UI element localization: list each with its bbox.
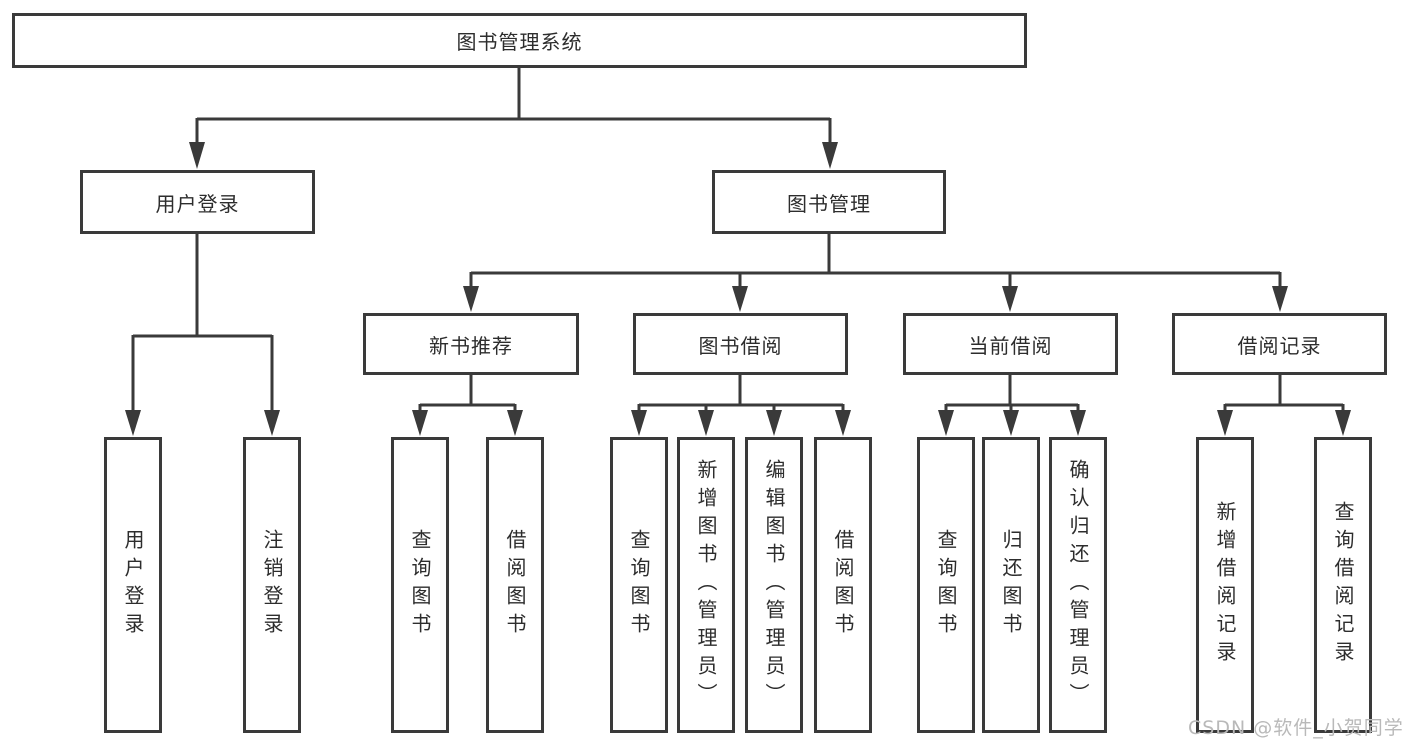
arrow-down-icon [732,286,748,312]
arrow-down-icon [1003,410,1019,436]
node-borrow-records: 借阅记录 [1172,313,1387,375]
node-book-borrow: 图书借阅 [633,313,848,375]
leaf-return-books: 归还图书 [982,437,1040,733]
arrow-down-icon [1002,286,1018,312]
connector-book-borrow-split [637,375,845,412]
leaf-query-books-recommend: 查询图书 [391,437,449,733]
node-user-login: 用户登录 [80,170,315,234]
arrow-down-icon [938,410,954,436]
arrow-down-icon [189,142,205,169]
arrow-down-icon [125,410,141,436]
connector-root-split [195,67,832,144]
connector-current-borrow-split [944,375,1080,412]
leaf-add-book-admin: 新增图书（管理员） [677,437,735,733]
leaf-query-borrow-record: 查询借阅记录 [1314,437,1372,733]
leaf-query-books-borrow: 查询图书 [610,437,668,733]
arrow-down-icon [1335,410,1351,436]
arrow-down-icon [822,142,838,169]
node-current-borrow: 当前借阅 [903,313,1118,375]
leaf-logout: 注销登录 [243,437,301,733]
arrow-down-icon [1070,410,1086,436]
leaf-user-login: 用户登录 [104,437,162,733]
leaf-borrow-books-recommend: 借阅图书 [486,437,544,733]
arrow-down-icon [1217,410,1233,436]
arrow-down-icon [698,410,714,436]
leaf-edit-book-admin: 编辑图书（管理员） [745,437,803,733]
watermark: CSDN @软件_小贺同学 [1188,717,1404,739]
connector-new-book-recommend-split [418,375,517,412]
arrow-down-icon [631,410,647,436]
arrow-down-icon [766,410,782,436]
arrow-down-icon [463,286,479,312]
node-book-management: 图书管理 [712,170,946,234]
connector-borrow-records-split [1223,375,1345,412]
node-new-book-recommend: 新书推荐 [363,313,579,375]
node-root: 图书管理系统 [12,13,1027,68]
leaf-confirm-return-admin: 确认归还（管理员） [1049,437,1107,733]
arrow-down-icon [412,410,428,436]
arrow-down-icon [1272,286,1288,312]
connector-book-management-split [469,234,1282,288]
connector-user-login-split [131,234,274,412]
leaf-add-borrow-record: 新增借阅记录 [1196,437,1254,733]
arrow-down-icon [507,410,523,436]
leaf-query-books-current: 查询图书 [917,437,975,733]
arrow-down-icon [835,410,851,436]
leaf-borrow-books-borrow: 借阅图书 [814,437,872,733]
arrow-down-icon [264,410,280,436]
